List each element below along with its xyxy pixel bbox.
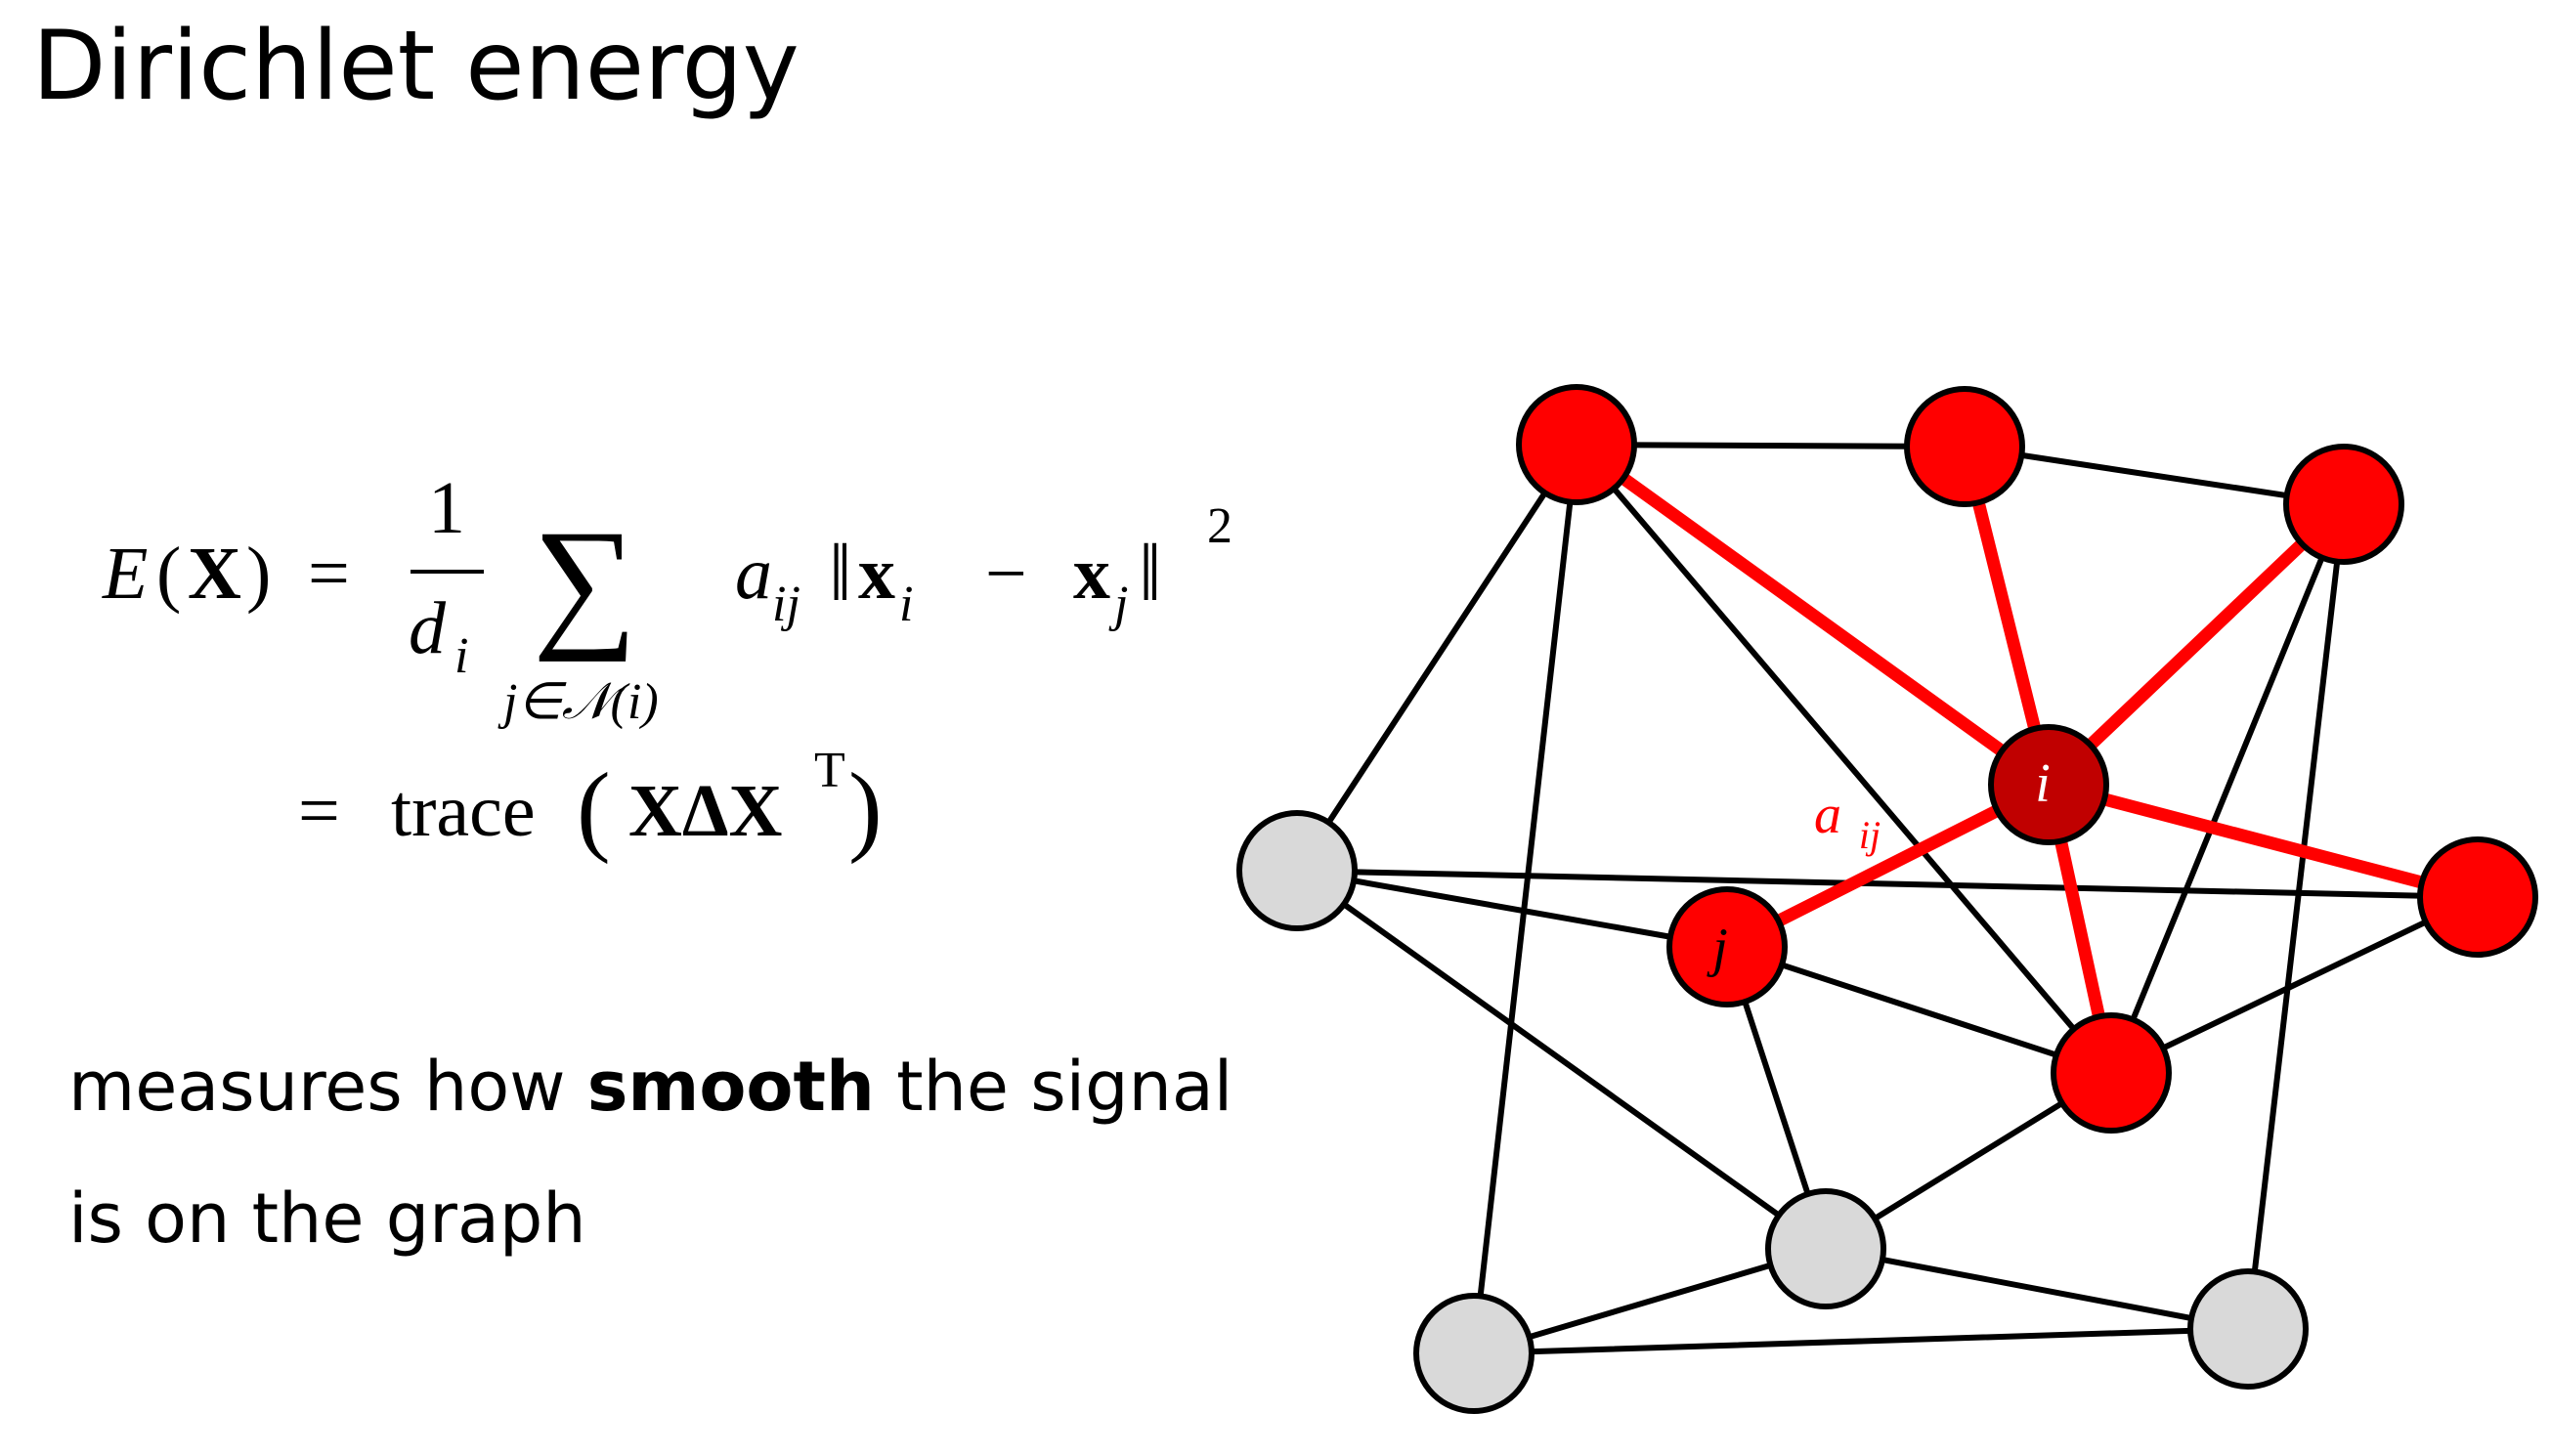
edge-label-a: a: [1814, 785, 1841, 845]
edge-label-a-subscript: ij: [1859, 813, 1881, 857]
eq-equals-1: =: [308, 533, 350, 615]
eq-sum-symbol: ∑: [533, 500, 637, 663]
caption-text-line2: is on the graph: [68, 1178, 586, 1259]
graph-edges-black: [1294, 442, 2481, 1356]
eq-frac-den-sub: i: [454, 628, 468, 684]
eq-x-j: x: [1073, 533, 1110, 615]
caption-text-bold: smooth: [586, 1047, 875, 1127]
edge-g2-g3: [1471, 1246, 1829, 1356]
node-r3: [2283, 444, 2404, 565]
edge-r1-g1: [1294, 442, 1579, 874]
node-g3: [1413, 1293, 1535, 1414]
caption-text-post: the signal: [874, 1047, 1233, 1127]
edge-r2-r3: [1962, 444, 2347, 507]
node-i: [1988, 724, 2109, 845]
eq-lhs-e: E: [102, 533, 148, 615]
edge-r1-r5: [1574, 442, 2114, 1076]
eq-trace-superscript: T: [814, 743, 845, 798]
edge-g2-g4: [1823, 1246, 2251, 1332]
node-g4: [2187, 1268, 2309, 1390]
slide-title: Dirichlet energy: [32, 11, 800, 122]
edge-g1-g2: [1294, 868, 1829, 1252]
caption: measures how smooth the signal is on the …: [68, 1021, 1339, 1285]
edge-g1-r4: [1294, 868, 2481, 900]
edge-g3-g4: [1471, 1326, 2251, 1356]
eq-lhs-x: X: [188, 533, 241, 615]
node-label-i: i: [2035, 753, 2051, 814]
edge-r1-r2: [1574, 442, 1967, 450]
eq-x-i-subscript: i: [899, 577, 913, 632]
node-r2: [1904, 386, 2025, 507]
eq-a-subscript: ij: [772, 577, 800, 632]
edge-highlight-i-r1: [1570, 438, 2055, 792]
eq-lhs-close-paren: ): [246, 533, 271, 615]
eq-minus: −: [985, 533, 1027, 615]
eq-x-i: x: [858, 533, 895, 615]
eq-power: 2: [1207, 498, 1232, 554]
eq-frac-den-d: d: [409, 587, 447, 669]
node-label-j: j: [1707, 918, 1728, 978]
edge-highlight-i-r4: [2042, 778, 2485, 904]
eq-lhs-open-paren: (: [156, 533, 181, 615]
edge-r1-g3: [1471, 442, 1579, 1356]
eq-trace-body: XΔX: [628, 770, 782, 852]
edge-r3-g4: [2245, 501, 2347, 1332]
edge-r3-r5: [2108, 501, 2347, 1076]
eq-trace: trace: [391, 770, 536, 852]
dirichlet-equation: E ( X ) = 1 d i ∑ j∈𝒩(i) a ij ‖ x i − x …: [102, 467, 1232, 865]
edge-g1-j: [1294, 868, 1730, 950]
eq-sum-subscript: j∈𝒩(i): [497, 674, 659, 730]
node-j: [1666, 886, 1788, 1007]
edge-j-r5: [1724, 944, 2114, 1076]
eq-trace-open-paren: (: [577, 752, 611, 865]
node-g1: [1236, 810, 1358, 931]
caption-text-pre: measures how: [68, 1047, 587, 1127]
eq-norm-close: ‖: [1139, 528, 1162, 619]
eq-a: a: [735, 533, 772, 615]
node-r5: [2051, 1012, 2172, 1134]
node-g2: [1765, 1188, 1886, 1309]
eq-frac-numerator: 1: [428, 467, 465, 549]
node-r1: [1516, 384, 1637, 505]
edge-r5-r4: [2108, 894, 2481, 1076]
eq-x-j-subscript: j: [1108, 577, 1128, 632]
graph-nodes: [1236, 384, 2538, 1414]
eq-trace-close-paren: ): [848, 752, 883, 865]
node-r4: [2417, 836, 2538, 958]
eq-equals-2: =: [298, 770, 340, 852]
edge-highlight-i-r3: [2042, 497, 2351, 792]
eq-norm-open: ‖: [829, 528, 852, 619]
